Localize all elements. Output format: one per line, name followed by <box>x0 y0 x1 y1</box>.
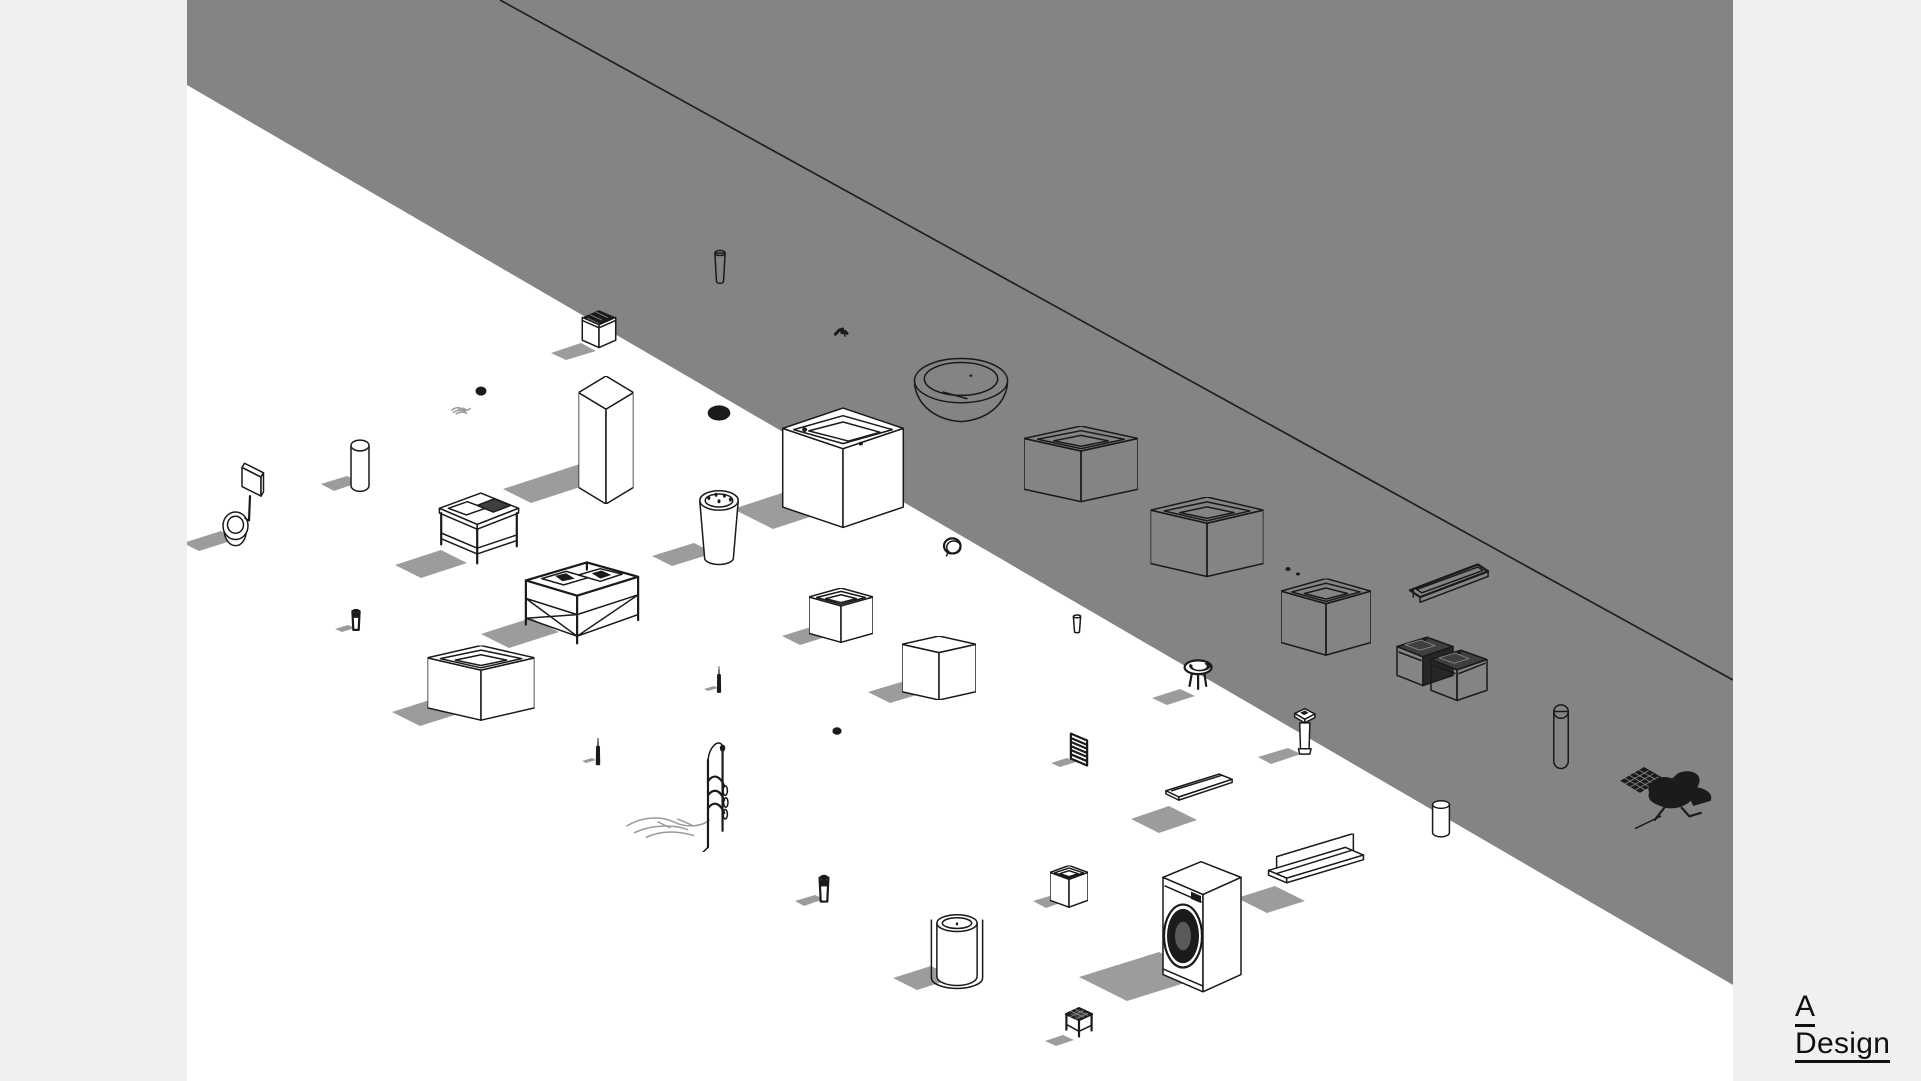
wall-shelf-shadow <box>1131 806 1197 833</box>
dark-blob[interactable] <box>707 405 731 421</box>
mark-1[interactable] <box>1285 567 1291 571</box>
square-basin[interactable] <box>809 588 873 643</box>
brush-cup-shadow <box>335 625 355 632</box>
logo-line-1[interactable]: A <box>1795 990 1816 1027</box>
tall-cabinet[interactable] <box>578 376 634 504</box>
waste-bin-shadow <box>321 476 360 491</box>
logo-line-2[interactable]: Design <box>1795 1027 1891 1064</box>
mark-2[interactable] <box>1295 572 1301 576</box>
pedal-bin[interactable] <box>699 490 739 566</box>
render-viewport <box>187 0 1733 1081</box>
alcove-bathtub[interactable] <box>427 645 535 721</box>
laundry-basket[interactable] <box>930 914 984 990</box>
shelf-unit-shadow <box>1237 886 1305 913</box>
step-stool-shadow <box>1045 1035 1074 1046</box>
open-box[interactable] <box>1050 865 1088 908</box>
spa-bathtub[interactable] <box>781 407 905 529</box>
object-shadows <box>187 343 1305 1046</box>
dot-1[interactable] <box>475 386 487 396</box>
storage-crate[interactable] <box>581 309 617 348</box>
dark-cup[interactable] <box>819 874 829 902</box>
dark-cup-shadow <box>795 895 824 906</box>
pedal-bin-shadow <box>652 543 714 566</box>
scene-canvas[interactable] <box>187 0 1733 1081</box>
console-basin-shadow <box>481 618 559 648</box>
round-stool-shadow <box>1152 689 1195 705</box>
dot-2[interactable] <box>832 727 842 735</box>
pedestal-basin-shadow <box>1258 748 1301 764</box>
bucket[interactable] <box>1432 800 1450 838</box>
bottle-1-shadow <box>704 686 718 691</box>
logo[interactable]: A Design <box>1795 990 1891 1064</box>
shadow-band <box>187 0 1733 985</box>
base-cabinet[interactable] <box>902 636 976 700</box>
waste-bin[interactable] <box>350 439 370 492</box>
paper-cup-2[interactable] <box>1073 614 1081 633</box>
washstand-shadow <box>395 550 467 578</box>
towel-radiator-shadow <box>1051 758 1076 767</box>
bottle-2-shadow <box>582 758 596 763</box>
washing-machine[interactable] <box>1161 860 1243 994</box>
floor-edge-line <box>499 0 1733 681</box>
storage-crate-shadow <box>551 343 596 360</box>
brush-cup[interactable] <box>352 608 360 631</box>
